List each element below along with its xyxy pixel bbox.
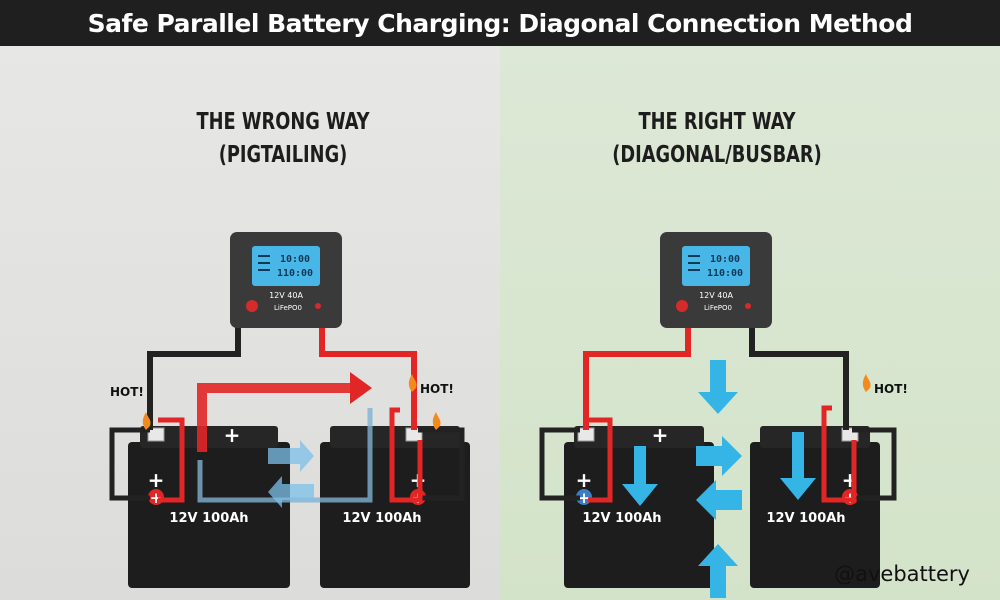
flame-icon [862, 374, 871, 392]
left-a-neg-terminal [147, 427, 165, 442]
right-charger: 10:00 110:00 12V 40A LiFePO0 [660, 232, 772, 328]
right-a-red-loop [588, 417, 613, 503]
left-b-jumper [418, 427, 465, 501]
page-title: Safe Parallel Battery Charging: Diagonal… [87, 8, 913, 38]
power-button-icon [676, 300, 688, 312]
plus-terminal-icon: + [224, 423, 241, 447]
left-current-arrow [197, 383, 354, 452]
plus-terminal-icon: + [652, 423, 669, 447]
right-way-heading-line2: (DIAGONAL/BUSBAR) [612, 142, 822, 168]
right-b-red-loop [821, 405, 857, 503]
right-negative-wire [749, 318, 849, 430]
left-charger: 10:00 110:00 12V 40A LiFePO0 [230, 232, 342, 328]
power-button-icon [246, 300, 258, 312]
flame-icon [432, 412, 441, 430]
left-positive-wire [319, 318, 417, 430]
left-negative-wire [147, 318, 241, 430]
plus-terminal-icon: + [576, 468, 593, 492]
arrow-icon [698, 544, 738, 598]
left-screen-line1: 10:00 [280, 254, 310, 265]
flame-icon [408, 374, 417, 392]
arrow-icon [622, 446, 658, 506]
title-bar: Safe Parallel Battery Charging: Diagonal… [0, 0, 1000, 46]
right-way-heading-line1: THE RIGHT WAY [638, 109, 796, 135]
right-charger-spec: 12V 40A [699, 291, 733, 300]
left-battery-b-label: 12V 100Ah [342, 511, 421, 526]
right-positive-wire [583, 318, 691, 430]
arrow-icon [268, 476, 314, 508]
hot-warning-right: HOT! [420, 382, 454, 396]
left-a-red-loop [158, 417, 185, 503]
right-a-jumper [539, 427, 580, 501]
left-a-jumper [109, 427, 150, 501]
arrow-icon [350, 372, 372, 404]
right-way-heading: THE RIGHT WAY (DIAGONAL/BUSBAR) [545, 106, 889, 172]
wrong-way-heading-line2: (PIGTAILING) [218, 142, 348, 168]
right-battery-b-label: 12V 100Ah [766, 511, 845, 526]
arrow-icon [696, 436, 742, 476]
plus-terminal-icon: + [578, 489, 591, 507]
wrong-way-heading-line1: THE WRONG WAY [196, 109, 370, 135]
left-charger-chem: LiFePO0 [274, 304, 302, 312]
hot-warning-right-panel: HOT! [874, 382, 908, 396]
plus-terminal-icon: + [148, 468, 165, 492]
right-battery-a: 12V 100Ah [564, 426, 714, 588]
flame-icon [142, 412, 151, 430]
left-charger-screen [252, 246, 320, 286]
right-charger-screen [682, 246, 750, 286]
watermark: @avebattery [834, 562, 970, 586]
right-battery-a-label: 12V 100Ah [582, 511, 661, 526]
left-screen-line2: 110:00 [277, 268, 313, 279]
right-screen-line1: 10:00 [710, 254, 740, 265]
right-charger-chem: LiFePO0 [704, 304, 732, 312]
left-battery-a-label: 12V 100Ah [169, 511, 248, 526]
right-b-jumper [852, 427, 897, 501]
arrow-icon [698, 360, 738, 414]
arrow-icon [780, 432, 816, 500]
left-battery-a: 12V 100Ah [128, 426, 290, 588]
left-b-red-loop [389, 407, 423, 503]
left-charger-spec: 12V 40A [269, 291, 303, 300]
arrow-icon [268, 440, 314, 472]
left-battery-b: 12V 100Ah [320, 426, 470, 588]
wrong-way-heading: THE WRONG WAY (PIGTAILING) [111, 106, 455, 172]
arrow-icon [696, 480, 742, 520]
right-screen-line2: 110:00 [707, 268, 743, 279]
hot-warning-left: HOT! [110, 385, 144, 399]
